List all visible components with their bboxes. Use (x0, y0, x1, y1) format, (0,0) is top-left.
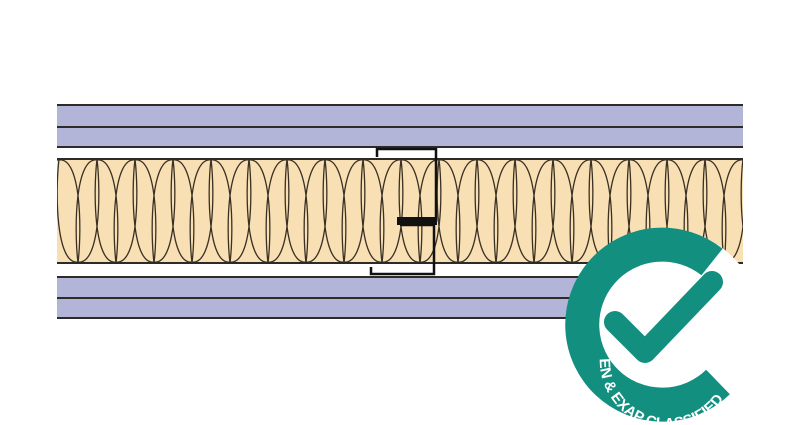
classification-badge: EN & EXAP CLASSIFIED (569, 229, 761, 425)
top-boards (57, 105, 743, 147)
